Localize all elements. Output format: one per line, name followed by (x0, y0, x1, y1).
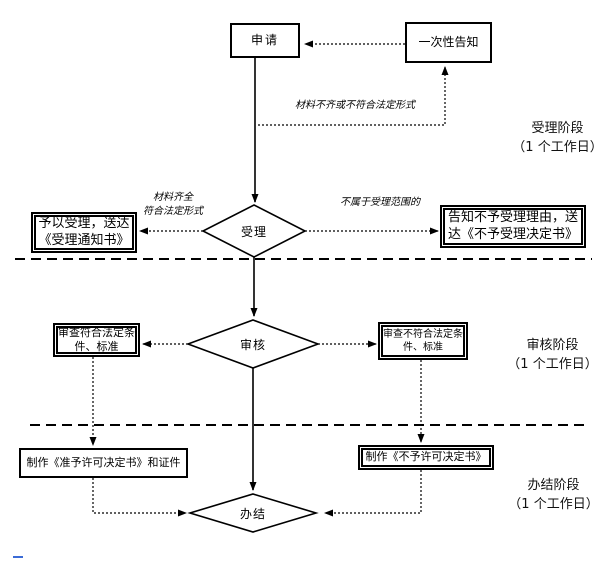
node-one-time-notice: 一次性告知 (405, 22, 492, 63)
node-make-license: 制作《准予许可决定书》和证件 (19, 448, 188, 478)
edge-incomplete-to-notice (258, 66, 449, 126)
node-apply: 申请 (230, 23, 300, 58)
node-accept-label: 受理 (240, 224, 267, 239)
edge-label-out-of-scope: 不属于受理范围的 (340, 197, 420, 208)
node-accept-denied: 告知不予受理理由，送达《不予受理决定书》 (440, 205, 586, 248)
edge-label-materials-complete-line2: 符合法定形式 (143, 206, 203, 217)
edge-label-materials-complete: 材料齐全 符合法定形式 (133, 191, 213, 219)
stage-label-review-line1: 审核阶段 (526, 338, 579, 353)
stage-label-complete-line1: 办结阶段 (527, 478, 580, 493)
stage-label-accept-line1: 受理阶段 (531, 121, 584, 136)
complete-diamond (187, 493, 319, 533)
node-review-pass: 审查符合法定条件、标准 (53, 323, 140, 357)
stage-label-accept: 受理阶段 （1 个工作日） (510, 120, 605, 158)
stage-label-review-line2: （1 个工作日） (507, 356, 598, 372)
stage-label-review: 审核阶段 （1 个工作日） (505, 337, 600, 375)
node-complete-label: 办结 (239, 506, 266, 521)
stage-label-complete: 办结阶段 （1 个工作日） (506, 477, 601, 515)
review-diamond (185, 319, 321, 369)
node-review-fail: 审查不符合法定条件、标准 (378, 322, 468, 360)
node-accept-granted: 予以受理，送达《受理通知书》 (31, 212, 137, 253)
artifact-blue-mark (13, 556, 23, 558)
edge-denial-to-complete (324, 470, 422, 517)
stage-label-accept-line2: （1 个工作日） (512, 139, 603, 155)
accept-diamond (201, 204, 307, 258)
edge-label-materials-complete-line1: 材料齐全 (153, 192, 193, 203)
edge-label-materials-incomplete: 材料不齐或不符合法定形式 (295, 100, 415, 111)
node-make-denial: 制作《不予许可决定书》 (358, 445, 494, 470)
edge-license-to-complete (92, 478, 187, 517)
node-review-label: 审核 (239, 337, 266, 352)
stage-label-complete-line2: （1 个工作日） (508, 496, 599, 512)
